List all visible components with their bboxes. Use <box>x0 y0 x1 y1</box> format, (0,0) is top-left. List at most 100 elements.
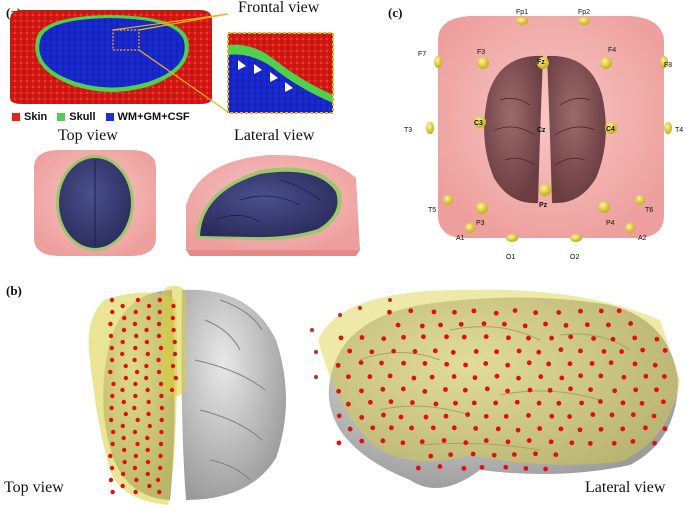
mesh-electrode <box>109 465 115 471</box>
mesh-electrode <box>159 405 165 411</box>
mesh-electrode <box>415 465 421 471</box>
mesh-electrode <box>110 441 115 447</box>
mesh-electrode <box>514 399 520 405</box>
mesh-electrode <box>483 334 489 339</box>
mesh-electrode <box>473 349 479 354</box>
mesh-electrode <box>120 339 125 345</box>
mesh-electrode <box>549 335 555 341</box>
electrode-p4 <box>598 201 610 213</box>
mesh-electrode <box>133 489 138 495</box>
electrode-fz <box>537 57 549 69</box>
mesh-electrode <box>543 321 548 327</box>
mesh-electrode <box>609 412 615 418</box>
b-lateral-brain <box>318 289 680 488</box>
b-lateral-edge-dots <box>310 298 392 379</box>
mesh-electrode <box>108 333 114 339</box>
mesh-electrode <box>616 308 622 314</box>
mesh-electrode <box>479 464 485 470</box>
legend-swatch-brain <box>105 113 114 121</box>
mesh-electrode <box>387 373 393 379</box>
mesh-electrode <box>156 369 162 375</box>
mesh-electrode <box>170 315 176 321</box>
mesh-electrode <box>123 375 129 381</box>
mesh-electrode <box>146 411 151 417</box>
mesh-electrode <box>145 351 151 357</box>
mesh-electrode <box>662 348 668 353</box>
mesh-electrode <box>422 361 428 366</box>
mesh-electrode <box>662 426 668 432</box>
legend-swatch-skin <box>12 113 20 121</box>
legend-label-skull: Skull <box>69 111 96 123</box>
mesh-electrode <box>505 388 510 394</box>
mesh-electrode <box>379 360 384 366</box>
mesh-electrode <box>584 322 590 328</box>
mesh-electrode <box>143 375 149 381</box>
mesh-electrode <box>633 387 639 393</box>
mesh-electrode <box>483 361 489 366</box>
mesh-electrode <box>398 414 404 420</box>
legend: Skin Skull WM+GM+CSF <box>12 111 190 123</box>
mesh-electrode <box>120 483 125 489</box>
mesh-electrode <box>109 357 115 363</box>
mesh-electrode <box>412 349 418 354</box>
mesh-electrode <box>652 440 657 446</box>
mesh-electrode <box>400 440 406 446</box>
mesh-electrode <box>590 412 596 417</box>
mesh-electrode <box>444 334 449 340</box>
mesh-electrode <box>347 426 353 432</box>
mesh-electrode <box>381 336 387 342</box>
mesh-electrode <box>654 336 660 342</box>
mesh-electrode <box>651 413 657 419</box>
mesh-electrode <box>123 411 129 417</box>
mesh-electrode <box>523 466 529 471</box>
mesh-electrode <box>437 464 443 469</box>
mesh-electrode <box>110 489 115 495</box>
electrode-pz <box>539 184 551 196</box>
legend-item-brain: WM+GM+CSF <box>105 111 190 123</box>
mesh-electrode <box>654 387 659 393</box>
mesh-electrode <box>158 381 164 387</box>
mesh-electrode <box>146 303 152 309</box>
mesh-electrode <box>430 425 436 431</box>
mesh-electrode <box>156 333 162 339</box>
mesh-electrode <box>134 477 139 483</box>
mesh-electrode <box>146 399 151 405</box>
mesh-electrode <box>506 335 511 341</box>
mesh-electrode <box>598 426 604 432</box>
panel-c-label: (c) <box>388 5 403 20</box>
mesh-electrode <box>433 401 439 407</box>
mesh-electrode <box>522 323 528 329</box>
electrode-c3 <box>474 116 486 128</box>
mesh-electrode <box>133 453 139 459</box>
mesh-electrode <box>108 321 113 327</box>
mesh-electrode <box>484 386 490 392</box>
mesh-electrode <box>438 322 443 328</box>
mesh-electrode <box>359 414 365 420</box>
mesh-electrode <box>169 387 175 393</box>
mesh-electrode <box>145 471 150 477</box>
mesh-electrode <box>526 412 531 418</box>
mesh-electrode <box>543 466 548 472</box>
mesh-electrode <box>606 322 611 328</box>
mesh-electrode <box>346 374 351 380</box>
mesh-electrode <box>470 451 476 457</box>
mesh-electrode <box>121 435 126 441</box>
a-lateral-view <box>186 154 360 256</box>
mesh-electrode <box>158 441 164 447</box>
mesh-electrode <box>135 417 140 423</box>
electrode-t3 <box>426 122 434 134</box>
legend-label-skin: Skin <box>24 111 48 123</box>
mesh-electrode <box>461 334 467 340</box>
mesh-electrode <box>133 345 138 351</box>
mesh-electrode <box>568 386 573 392</box>
electrode-f3 <box>477 57 489 69</box>
electrode-t5 <box>443 195 453 205</box>
mesh-electrode <box>121 399 126 405</box>
mesh-electrode <box>123 363 128 369</box>
mesh-electrode <box>598 373 604 379</box>
electrode-o2 <box>570 234 582 242</box>
mesh-electrode <box>156 357 161 363</box>
mesh-electrode <box>410 400 415 405</box>
mesh-electrode <box>578 308 583 314</box>
mesh-electrode <box>483 413 489 419</box>
